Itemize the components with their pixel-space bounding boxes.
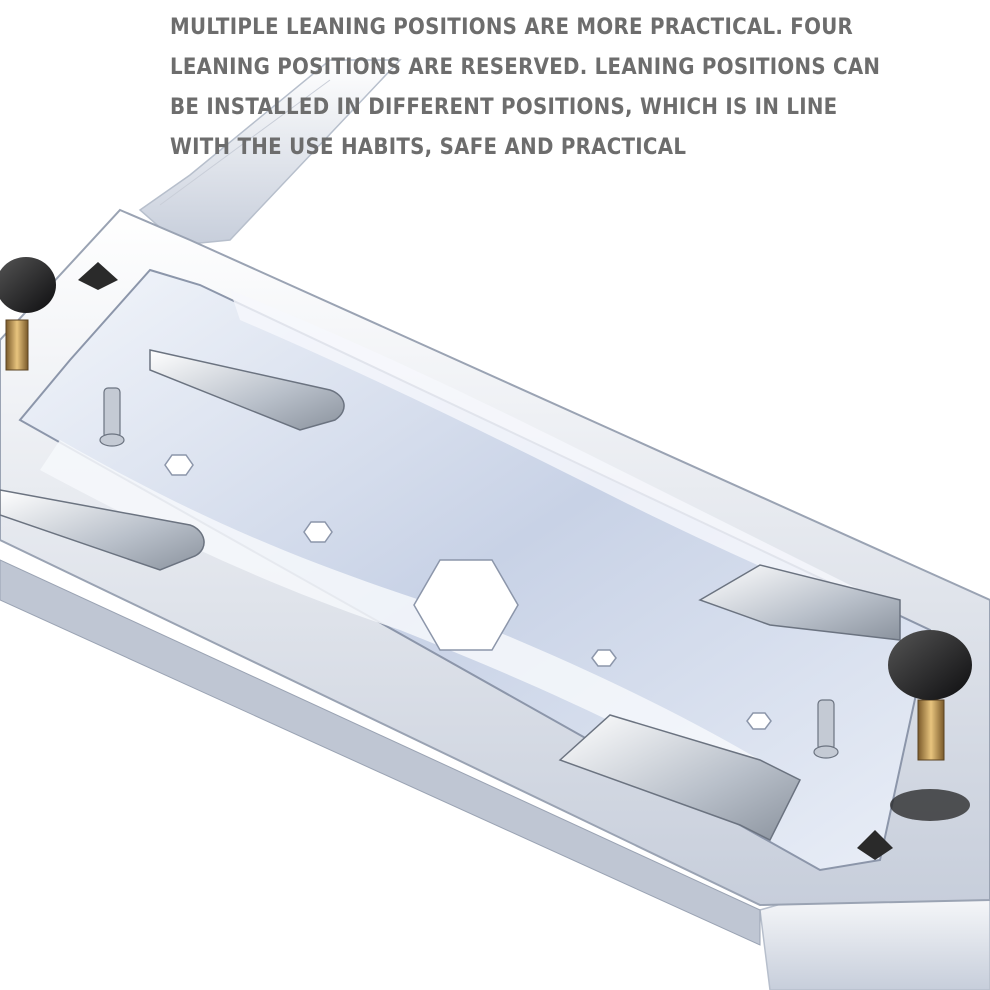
caption-line-3: BE INSTALLED IN DIFFERENT POSITIONS, WHI…: [170, 95, 838, 120]
clamp-icon: [0, 349, 901, 842]
caption-line-1: MULTIPLE LEANING POSITIONS ARE MORE PRAC…: [170, 15, 854, 40]
caption-line-4: WITH THE USE HABITS, SAFE AND PRACTICAL: [170, 135, 687, 160]
caption-text: MULTIPLE LEANING POSITIONS ARE MORE PRAC…: [170, 8, 881, 168]
knob-icon: [0, 257, 972, 761]
caption-line-2: LEANING POSITIONS ARE RESERVED. LEANING …: [170, 55, 881, 80]
screw-icon: [99, 387, 839, 759]
hex-hole-icon: [164, 454, 772, 730]
arrow-marker-icon: [78, 262, 893, 860]
